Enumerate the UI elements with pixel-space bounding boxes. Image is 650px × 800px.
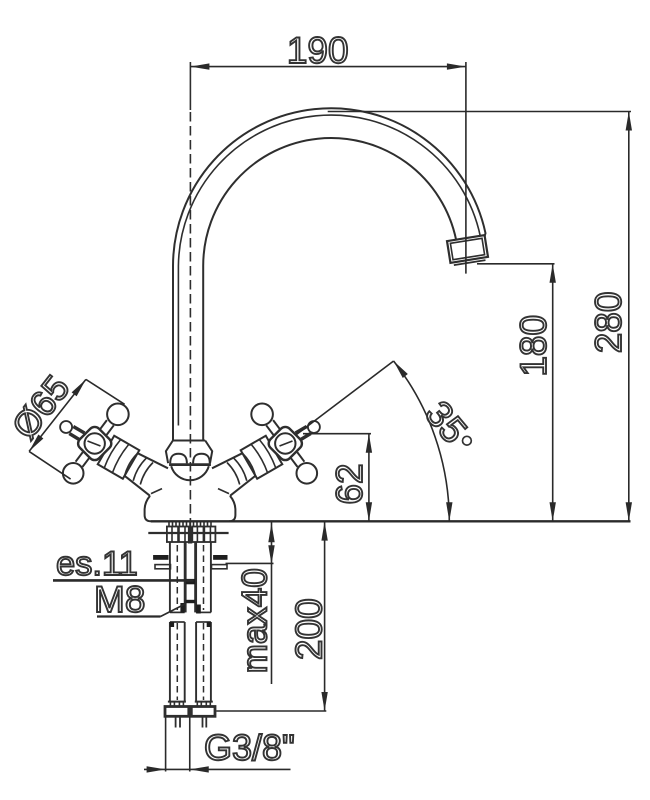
svg-text:max40: max40 (236, 568, 275, 673)
svg-text:180: 180 (513, 315, 554, 377)
svg-text:280: 280 (588, 292, 629, 354)
svg-text:G3/8": G3/8" (204, 727, 295, 768)
svg-text:200: 200 (289, 598, 330, 660)
svg-text:es.11: es.11 (56, 545, 138, 583)
svg-text:190: 190 (287, 30, 349, 71)
svg-text:M8: M8 (94, 579, 145, 620)
svg-text:62: 62 (329, 463, 370, 504)
